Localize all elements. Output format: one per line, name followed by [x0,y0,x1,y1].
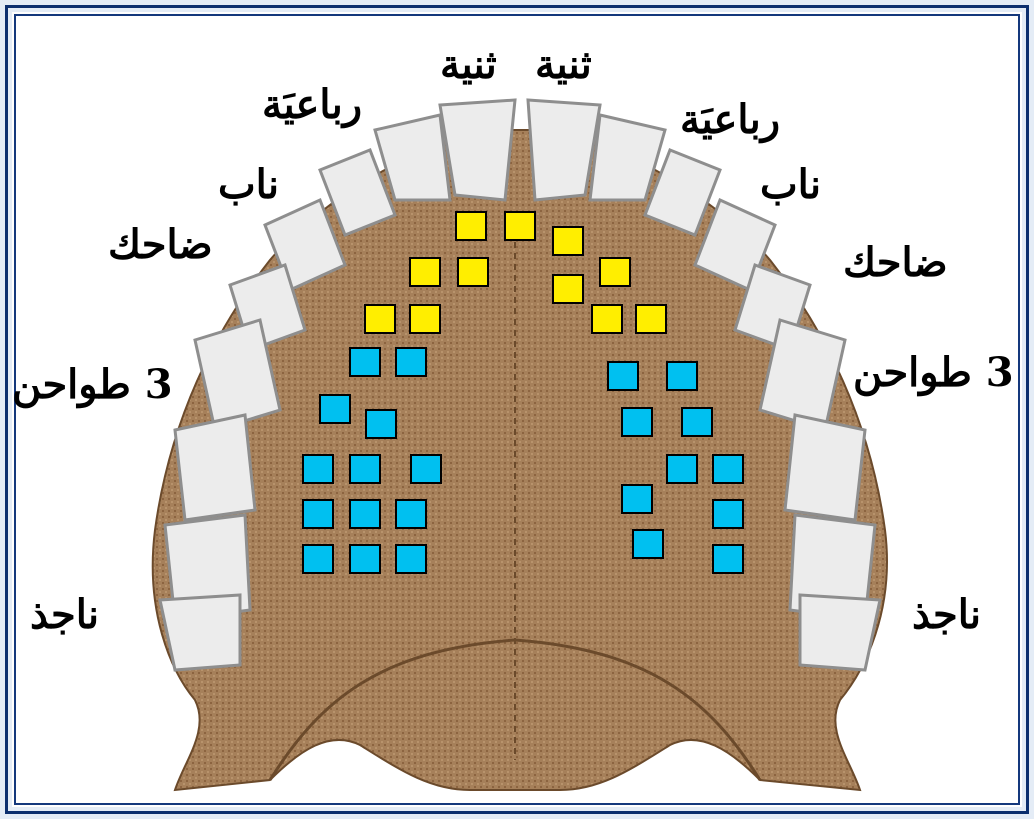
marker-cyan [622,485,652,513]
marker-cyan [713,455,743,483]
tooth-molar-2-left [785,415,865,520]
marker-cyan [350,348,380,376]
marker-cyan [396,545,426,573]
marker-cyan [350,455,380,483]
marker-cyan [396,500,426,528]
label-canine-left: ناب [760,165,821,205]
marker-yellow [365,305,395,333]
marker-yellow [553,275,583,303]
label-wisdom-right: ناجذ [30,595,99,635]
marker-cyan [303,545,333,573]
marker-cyan [350,545,380,573]
label-lateral-incisor-left: رباعيَة [680,100,780,140]
marker-cyan [682,408,712,436]
marker-yellow [410,305,440,333]
marker-cyan [667,362,697,390]
label-premolar-left: ضاحك [843,243,948,283]
label-lateral-incisor-right: رباعيَة [262,85,362,125]
marker-yellow [410,258,440,286]
marker-cyan [350,500,380,528]
label-central-incisor-right: ثنية [440,45,497,85]
marker-yellow [458,258,488,286]
tooth-molar-2-right [175,415,255,520]
label-wisdom-left: ناجذ [912,595,981,635]
label-molars-left: 3 طواحن [853,353,1014,393]
marker-cyan [713,500,743,528]
marker-yellow [553,227,583,255]
marker-yellow [592,305,622,333]
marker-yellow [636,305,666,333]
marker-cyan [366,410,396,438]
marker-cyan [303,500,333,528]
label-molars-right: 3 طواحن [12,365,173,405]
tooth-wisdom-right [160,595,240,670]
marker-cyan [303,455,333,483]
label-premolar-right: ضاحك [108,225,213,265]
marker-yellow [456,212,486,240]
marker-cyan [622,408,652,436]
marker-cyan [713,545,743,573]
marker-yellow [505,212,535,240]
marker-cyan [633,530,663,558]
marker-cyan [396,348,426,376]
marker-cyan [608,362,638,390]
label-central-incisor-left: ثنية [535,45,592,85]
tooth-wisdom-left [800,595,880,670]
marker-yellow [600,258,630,286]
marker-cyan [667,455,697,483]
marker-cyan [411,455,441,483]
label-canine-right: ناب [218,165,279,205]
marker-cyan [320,395,350,423]
